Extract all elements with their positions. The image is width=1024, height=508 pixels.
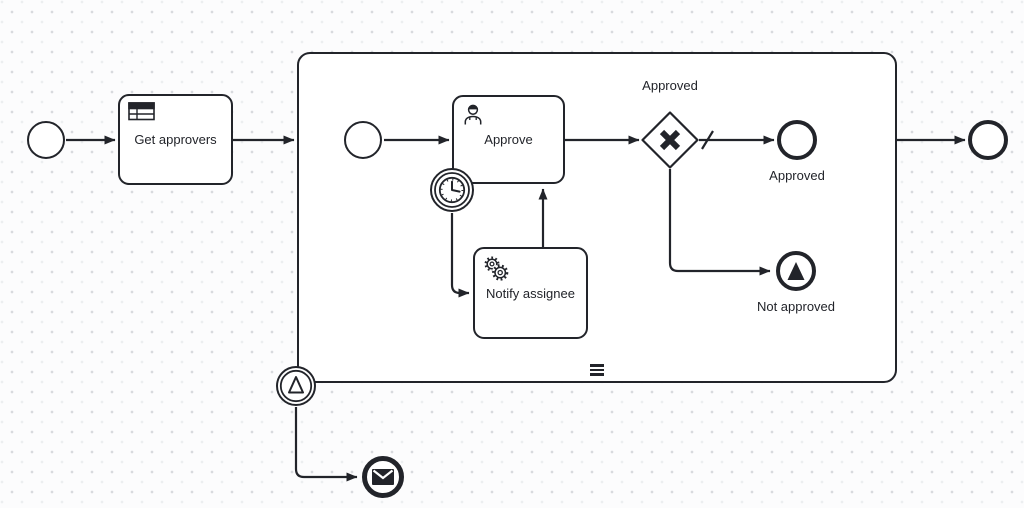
business-rule-task-icon (128, 102, 155, 121)
user-task-icon (464, 104, 482, 125)
default-flow-slash-marker (701, 130, 714, 150)
timer-clock-icon (438, 176, 466, 204)
start-event[interactable] (27, 121, 65, 159)
task-approve-label[interactable]: Approve (484, 132, 533, 147)
escalation-boundary-event[interactable] (275, 365, 317, 407)
flow-gateway-to-not-approved-end[interactable] (668, 169, 771, 276)
gateway-condition-label[interactable]: Approved (642, 78, 698, 93)
task-notify-assignee[interactable]: Notify assignee (473, 247, 588, 339)
escalation-triangle-icon (787, 262, 805, 280)
service-task-icon (484, 256, 509, 281)
flow-escalation-to-message-end[interactable] (294, 407, 358, 482)
end-event-approved[interactable] (777, 120, 817, 160)
end-approved-label[interactable]: Approved (769, 168, 825, 183)
message-end-event[interactable] (362, 456, 404, 498)
timer-boundary-event[interactable] (429, 167, 475, 213)
exclusive-gateway-x-icon (659, 129, 681, 151)
flow-timer-to-notify-assignee[interactable] (450, 213, 470, 298)
subprocess-start-event[interactable] (344, 121, 382, 159)
task-notify-assignee-label[interactable]: Notify assignee (486, 285, 575, 301)
end-not-approved-label[interactable]: Not approved (756, 299, 836, 314)
task-approve[interactable]: Approve (452, 95, 565, 184)
end-event-not-approved[interactable] (776, 251, 816, 291)
exclusive-gateway[interactable] (641, 111, 699, 169)
task-get-approvers[interactable]: Get approvers (118, 94, 233, 185)
final-end-event[interactable] (968, 120, 1008, 160)
subprocess-shape[interactable] (297, 52, 897, 383)
escalation-triangle-icon (288, 376, 304, 394)
sequential-multi-instance-marker (590, 364, 604, 376)
message-envelope-icon (372, 469, 394, 485)
task-get-approvers-label[interactable]: Get approvers (134, 132, 217, 147)
